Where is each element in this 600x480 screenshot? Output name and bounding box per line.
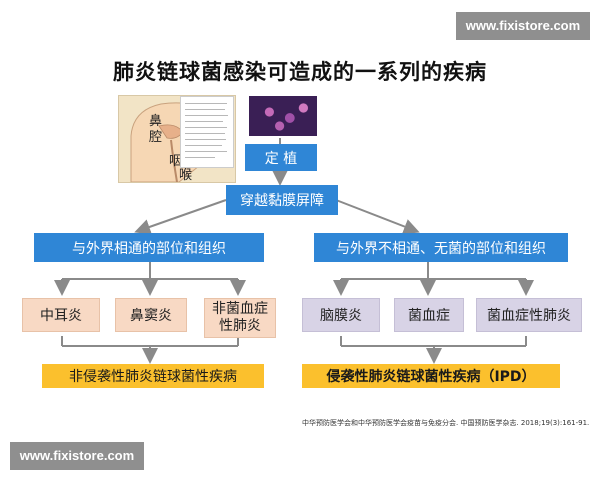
otitis-media-node: 中耳炎 xyxy=(22,298,100,332)
bacteremic-pneumonia-node: 菌血症性肺炎 xyxy=(476,298,582,332)
watermark-bottom: www.fixistore.com xyxy=(10,442,144,470)
reference-citation: 中华预防医学会和中华预防医学会疫苗与免疫分会. 中国预防医学杂志. 2018;1… xyxy=(302,419,590,427)
label-pharynx: 咽 xyxy=(169,154,183,169)
invasive-summary: 侵袭性肺炎链球菌性疾病（IPD） xyxy=(302,364,560,388)
label-nose: 鼻 xyxy=(149,114,163,129)
bacteria-micrograph xyxy=(249,96,317,136)
text-excerpt-image xyxy=(180,96,234,168)
meningitis-node: 脑膜炎 xyxy=(302,298,380,332)
sterile-sites-node: 与外界不相通、无菌的部位和组织 xyxy=(314,233,568,262)
connected-sites-node: 与外界相通的部位和组织 xyxy=(34,233,264,262)
page-title: 肺炎链球菌感染可造成的一系列的疾病 xyxy=(113,60,487,84)
nonbacteremic-pneumonia-node: 非菌血症 性肺炎 xyxy=(204,298,276,338)
label-cavity: 腔 xyxy=(149,130,163,145)
colonization-node: 定 植 xyxy=(245,144,317,171)
label-larynx: 喉 xyxy=(179,168,193,183)
cross-mucosa-node: 穿越黏膜屏障 xyxy=(226,185,338,215)
watermark-top: www.fixistore.com xyxy=(456,12,590,40)
sinusitis-node: 鼻窦炎 xyxy=(115,298,187,332)
bacteremia-node: 菌血症 xyxy=(394,298,464,332)
noninvasive-summary: 非侵袭性肺炎链球菌性疾病 xyxy=(42,364,264,388)
